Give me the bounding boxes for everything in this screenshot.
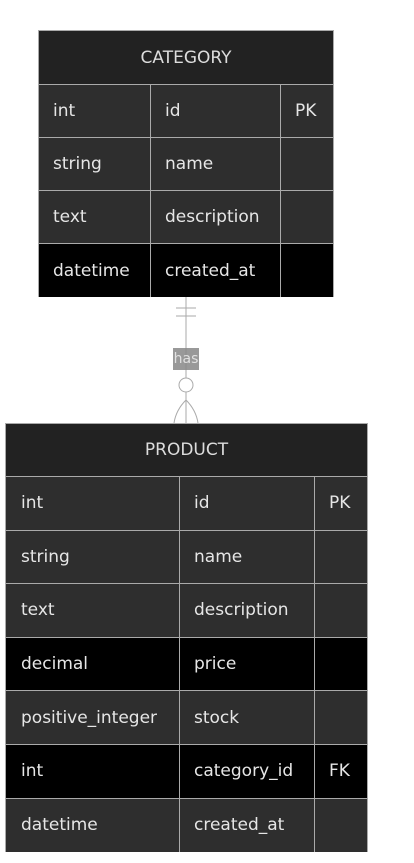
attribute-row: positive_integer stock <box>6 691 367 745</box>
attribute-row: string name <box>39 138 333 191</box>
attribute-key <box>315 530 367 584</box>
attribute-type: text <box>6 584 180 637</box>
attribute-key <box>315 798 367 853</box>
entity-title: CATEGORY <box>39 31 333 85</box>
zero-marker <box>178 377 194 393</box>
attribute-name: description <box>180 584 315 637</box>
attribute-type: text <box>39 191 151 243</box>
attribute-name: price <box>180 637 315 691</box>
attribute-name: id <box>151 85 281 137</box>
crowfoot-left <box>173 399 187 424</box>
attribute-type: int <box>6 744 180 798</box>
attribute-key: PK <box>315 477 367 530</box>
crowfoot-right <box>185 399 199 424</box>
entity-category: CATEGORY int id PK string name text desc… <box>38 30 334 297</box>
attribute-type: string <box>39 138 151 190</box>
attribute-row: text description <box>39 191 333 244</box>
attribute-key <box>315 637 367 691</box>
attribute-key: PK <box>281 85 333 137</box>
attribute-name: name <box>180 530 315 584</box>
attribute-key <box>281 244 333 297</box>
attribute-row: int category_id FK <box>6 744 367 799</box>
attribute-name: created_at <box>180 798 315 853</box>
attribute-row: int id PK <box>39 85 333 138</box>
attribute-key <box>315 691 367 744</box>
attribute-name: name <box>151 138 281 190</box>
attribute-row: string name <box>6 530 367 585</box>
attribute-key <box>315 584 367 637</box>
attribute-name: created_at <box>151 244 281 297</box>
attribute-row: datetime created_at <box>6 798 367 853</box>
attribute-type: datetime <box>39 244 151 297</box>
attribute-type: int <box>6 477 180 530</box>
relationship-label: has <box>173 348 199 370</box>
attribute-type: decimal <box>6 637 180 691</box>
attribute-key <box>281 138 333 190</box>
attribute-name: id <box>180 477 315 530</box>
attribute-name: stock <box>180 691 315 744</box>
entity-product: PRODUCT int id PK string name text descr… <box>5 423 368 853</box>
attribute-type: int <box>39 85 151 137</box>
attribute-type: positive_integer <box>6 691 180 744</box>
attribute-type: datetime <box>6 798 180 853</box>
attribute-key <box>281 191 333 243</box>
attribute-row: datetime created_at <box>39 244 333 297</box>
attribute-name: category_id <box>180 744 315 798</box>
attribute-row: text description <box>6 584 367 638</box>
attribute-key: FK <box>315 744 367 798</box>
attribute-type: string <box>6 530 180 584</box>
entity-title: PRODUCT <box>6 424 367 477</box>
attribute-name: description <box>151 191 281 243</box>
attribute-row: decimal price <box>6 637 367 692</box>
attribute-row: int id PK <box>6 477 367 531</box>
